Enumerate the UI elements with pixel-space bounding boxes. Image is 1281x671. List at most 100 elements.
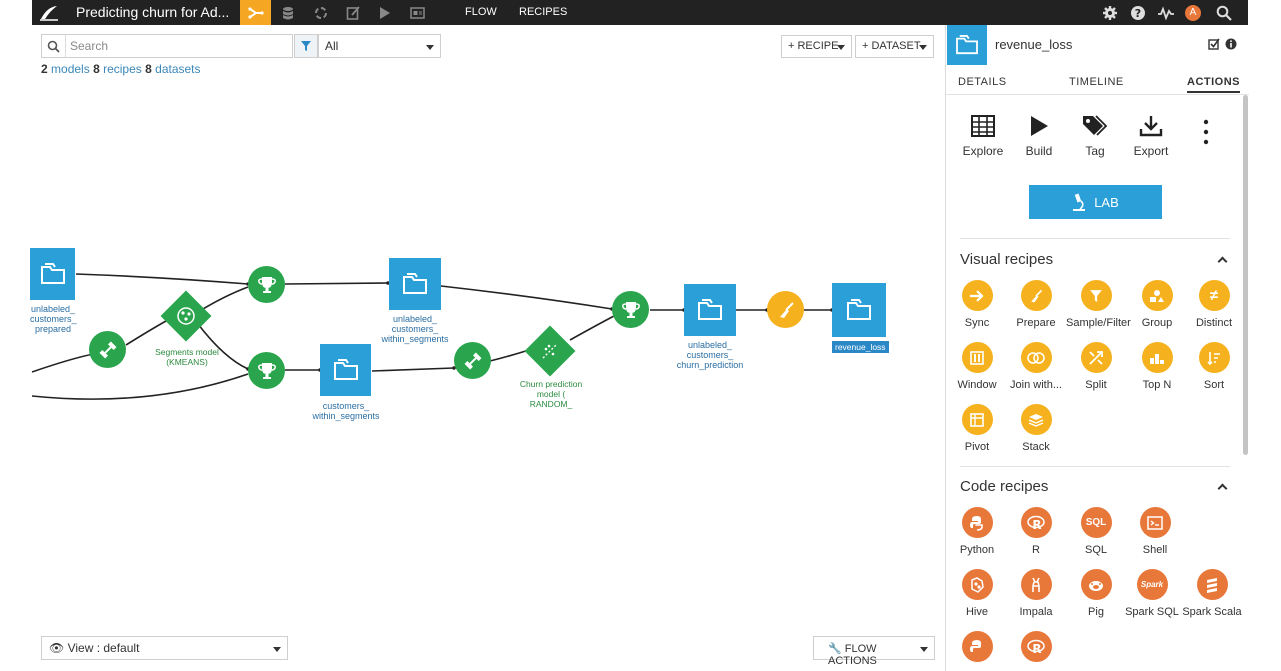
dataset-node[interactable] bbox=[320, 344, 371, 396]
recipe-prepare[interactable]: Prepare bbox=[1006, 280, 1066, 329]
recipe-window[interactable]: Window bbox=[947, 342, 1007, 391]
impala-icon bbox=[1020, 569, 1052, 600]
dataiku-logo-icon[interactable] bbox=[32, 0, 66, 25]
svg-text:R: R bbox=[1032, 518, 1041, 531]
recipe-sql[interactable]: SQL SQL bbox=[1066, 507, 1126, 556]
recipe-top-n[interactable]: Top N bbox=[1127, 342, 1187, 391]
stack-layers-icon bbox=[1020, 404, 1052, 435]
sql-icon: SQL bbox=[1080, 507, 1112, 538]
recipe-split[interactable]: Split bbox=[1066, 342, 1126, 391]
explore-action[interactable]: Explore bbox=[957, 113, 1009, 158]
build-action[interactable]: Build bbox=[1013, 113, 1065, 158]
models-link[interactable]: models bbox=[51, 62, 90, 76]
recipe-pyspark[interactable] bbox=[947, 631, 1007, 668]
dataset-label: unlabeled_customers_churn_prediction bbox=[676, 340, 744, 370]
recipe-stack[interactable]: Stack bbox=[1006, 404, 1066, 453]
tab-timeline[interactable]: TIMELINE bbox=[1069, 76, 1124, 88]
nav-recipes[interactable]: RECIPES bbox=[519, 6, 568, 18]
recipe-pig[interactable]: Pig bbox=[1066, 569, 1126, 618]
prepare-recipe-node[interactable] bbox=[767, 291, 804, 328]
user-avatar[interactable]: A bbox=[1183, 3, 1203, 23]
code-recipes-title: Code recipes bbox=[960, 478, 1049, 495]
chevron-down-icon bbox=[426, 45, 434, 50]
info-icon[interactable] bbox=[1225, 38, 1237, 50]
recipe-distinct[interactable]: ≠ Distinct bbox=[1184, 280, 1244, 329]
score-recipe-node[interactable] bbox=[89, 331, 126, 368]
wrench-icon: 🔧 bbox=[828, 643, 842, 655]
train-recipe-node[interactable] bbox=[248, 352, 285, 389]
recipes-icon[interactable] bbox=[305, 2, 336, 23]
chevron-up-icon[interactable] bbox=[1217, 483, 1228, 494]
datasets-link[interactable]: datasets bbox=[155, 62, 201, 76]
arrow-right-icon bbox=[961, 280, 993, 311]
flow-actions-button[interactable]: 🔧 FLOW ACTIONS bbox=[813, 636, 935, 667]
search-input[interactable]: Search bbox=[41, 34, 293, 58]
score-recipe-node[interactable] bbox=[454, 342, 491, 379]
folder-icon bbox=[947, 25, 987, 65]
datasets-icon[interactable] bbox=[272, 2, 303, 23]
recipe-group[interactable]: Group bbox=[1127, 280, 1187, 329]
recipes-link[interactable]: recipes bbox=[103, 62, 142, 76]
download-icon bbox=[1125, 113, 1177, 139]
folder-icon bbox=[40, 263, 65, 284]
notebooks-icon[interactable] bbox=[337, 2, 368, 23]
gear-icon[interactable] bbox=[1100, 3, 1120, 23]
train-recipe-node[interactable] bbox=[248, 266, 285, 303]
flow-icon[interactable] bbox=[240, 0, 271, 25]
recipe-shell[interactable]: Shell bbox=[1125, 507, 1185, 556]
recipe-spark-scala[interactable]: Spark Scala bbox=[1182, 569, 1242, 618]
recipe-sync[interactable]: Sync bbox=[947, 280, 1007, 329]
checkbox-icon[interactable] bbox=[1208, 38, 1220, 50]
dataset-node[interactable] bbox=[684, 284, 736, 336]
export-action[interactable]: Export bbox=[1125, 113, 1177, 158]
filter-select[interactable]: All bbox=[318, 34, 441, 58]
chevron-up-icon[interactable] bbox=[1217, 256, 1228, 267]
dataset-label-selected: revenue_loss bbox=[832, 341, 889, 353]
tab-details[interactable]: DETAILS bbox=[958, 76, 1007, 88]
recipe-spark-sql[interactable]: Spark Spark SQL bbox=[1122, 569, 1182, 618]
recipe-impala[interactable]: Impala bbox=[1006, 569, 1066, 618]
jobs-play-icon[interactable] bbox=[369, 2, 400, 23]
tab-actions[interactable]: ACTIONS bbox=[1187, 76, 1240, 93]
nav-flow[interactable]: FLOW bbox=[465, 6, 497, 18]
join-icon bbox=[1020, 342, 1052, 373]
filter-button[interactable] bbox=[294, 34, 318, 58]
view-select[interactable]: 👁 View : default bbox=[41, 636, 288, 660]
not-equal-icon: ≠ bbox=[1198, 280, 1230, 311]
add-recipe-button[interactable]: + RECIPE bbox=[781, 35, 852, 58]
search-icon[interactable] bbox=[1214, 3, 1234, 23]
filter-icon bbox=[1080, 280, 1112, 311]
dashboard-icon[interactable] bbox=[402, 2, 433, 23]
panel-scrollbar[interactable] bbox=[1243, 95, 1248, 455]
pivot-icon bbox=[961, 404, 993, 435]
dataset-node[interactable] bbox=[389, 258, 441, 310]
recipe-join[interactable]: Join with... bbox=[1006, 342, 1066, 391]
recipe-sort[interactable]: Sort bbox=[1184, 342, 1244, 391]
recipe-sparkr[interactable]: R bbox=[1006, 631, 1066, 668]
recipe-hive[interactable]: Hive bbox=[947, 569, 1007, 618]
recipe-python[interactable]: Python bbox=[947, 507, 1007, 556]
activity-icon[interactable] bbox=[1156, 3, 1176, 23]
dataset-label: unlabeled_customers_within_segments bbox=[381, 314, 449, 344]
search-icon bbox=[42, 35, 66, 57]
recipe-sample-filter[interactable]: Sample/Filter bbox=[1066, 280, 1131, 329]
folder-icon bbox=[698, 299, 722, 320]
python-icon bbox=[961, 507, 993, 538]
dataset-node-selected[interactable] bbox=[832, 283, 886, 337]
help-icon[interactable]: ? bbox=[1128, 3, 1148, 23]
tag-action[interactable]: Tag bbox=[1069, 113, 1121, 158]
dataset-node[interactable] bbox=[30, 248, 75, 300]
recipe-pivot[interactable]: Pivot bbox=[947, 404, 1007, 453]
broom-icon bbox=[779, 301, 794, 318]
pig-icon bbox=[1080, 569, 1112, 600]
more-options-icon[interactable] bbox=[1203, 118, 1209, 148]
split-icon bbox=[1080, 342, 1112, 373]
right-panel: revenue_loss DETAILS TIMELINE ACTIONS Ex… bbox=[945, 25, 1249, 671]
recipe-r[interactable]: R R bbox=[1006, 507, 1066, 556]
svg-text:?: ? bbox=[1135, 7, 1141, 20]
project-title[interactable]: Predicting churn for Ad... bbox=[76, 4, 230, 20]
train-recipe-node[interactable] bbox=[612, 291, 649, 328]
lab-button[interactable]: LAB bbox=[1029, 185, 1162, 219]
add-dataset-button[interactable]: + DATASET bbox=[855, 35, 934, 58]
